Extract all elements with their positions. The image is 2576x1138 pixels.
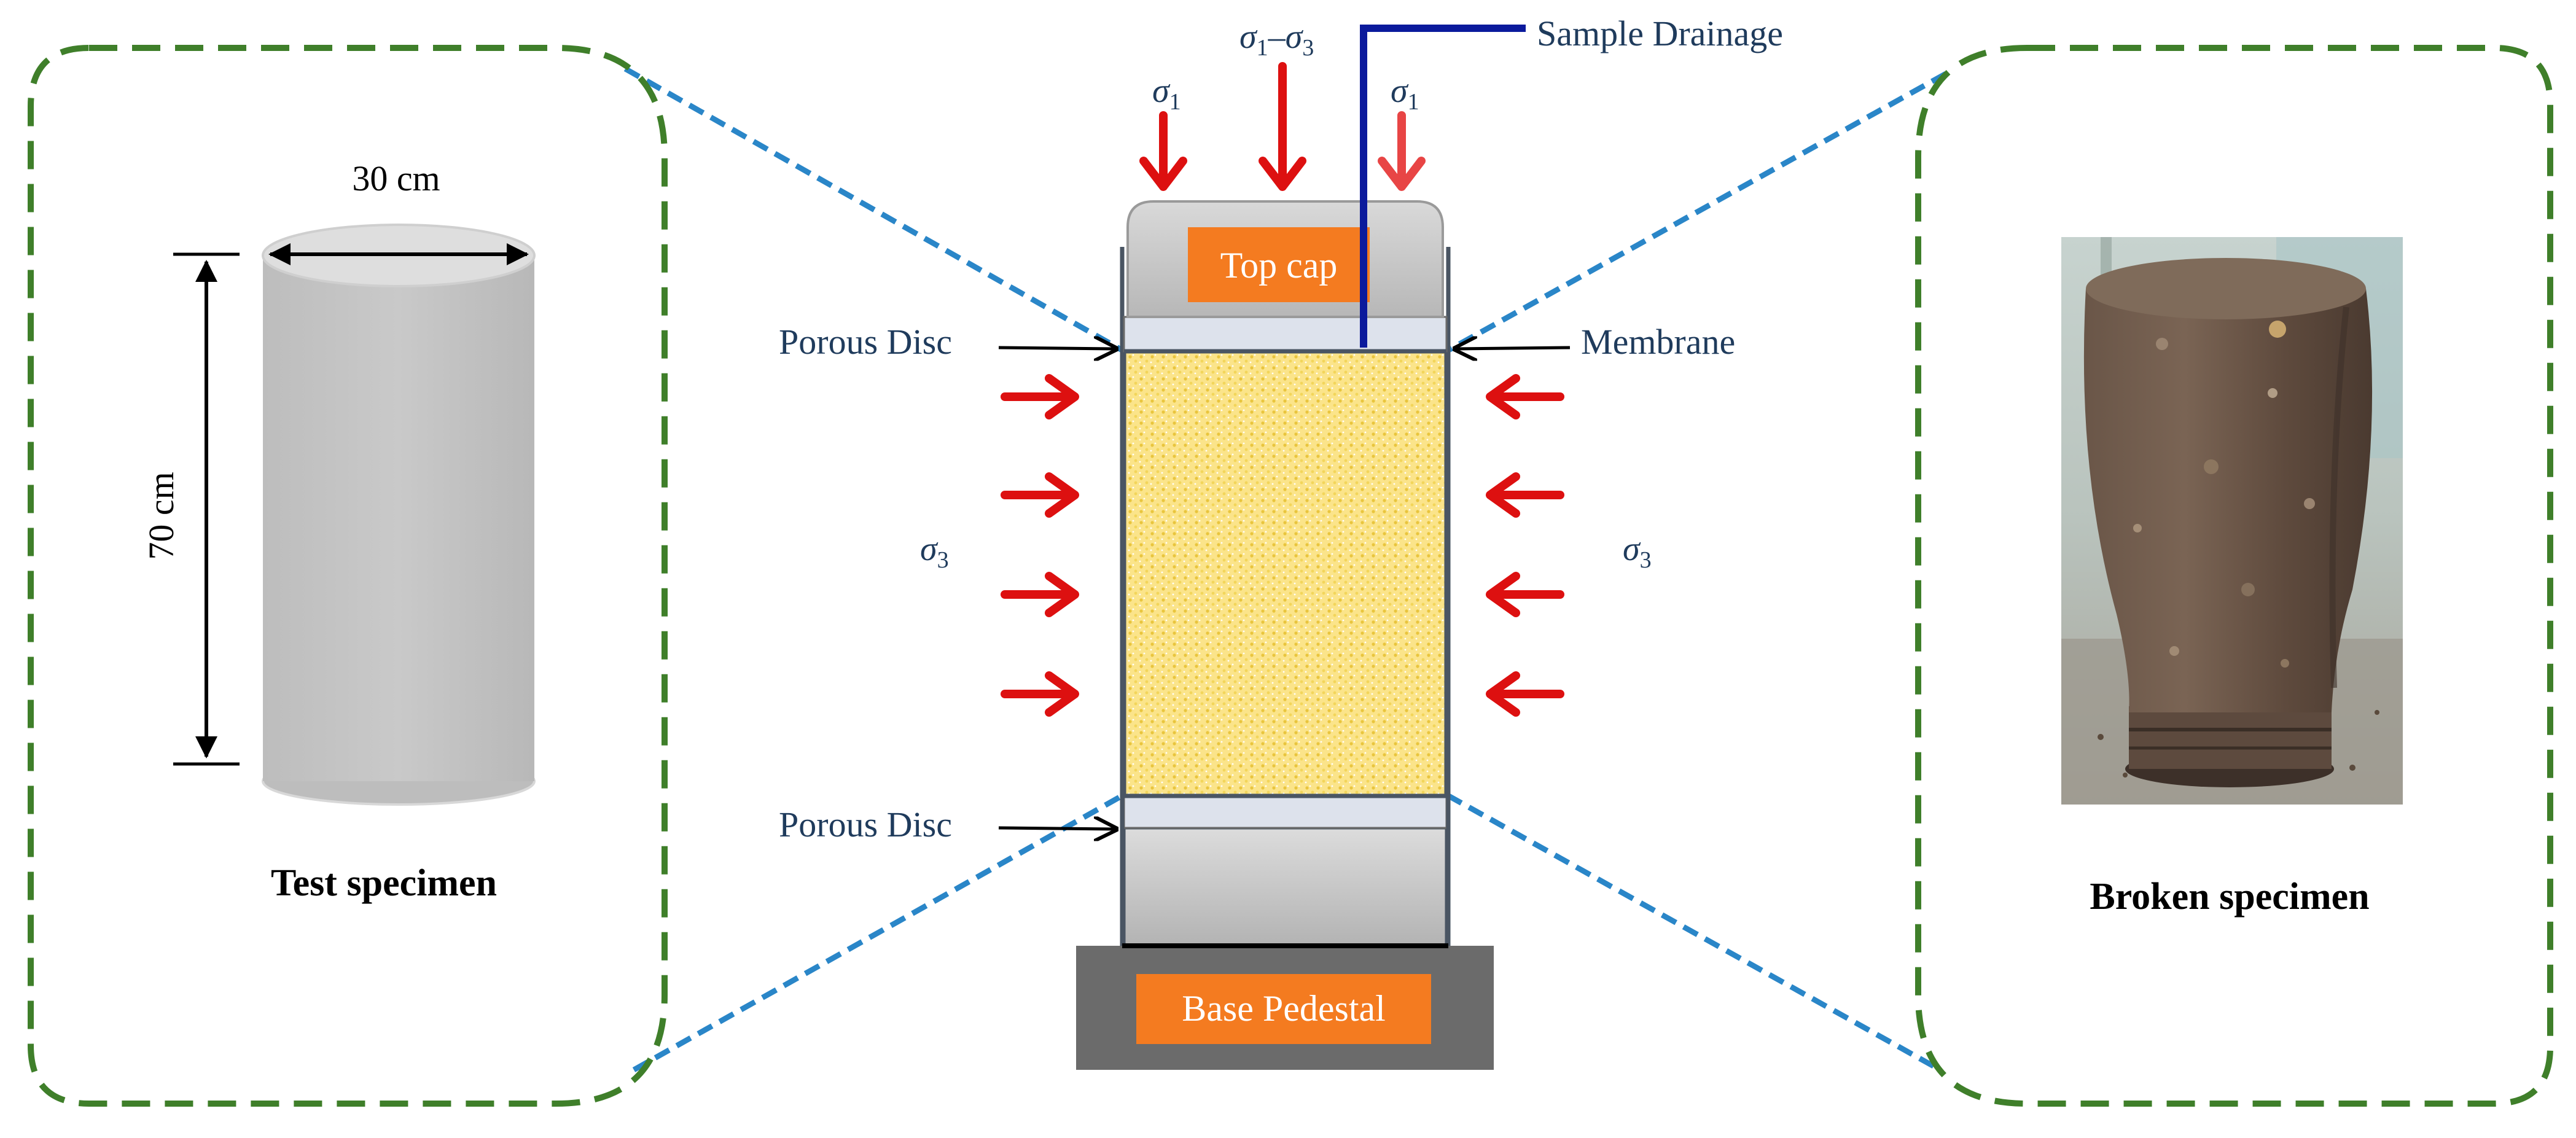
base-pedestal-label: Base Pedestal [1182, 988, 1386, 1029]
sigma3-label-left: σ3 [920, 530, 949, 573]
sigma3-label-right: σ3 [1623, 530, 1652, 573]
broken-specimen-caption: Broken specimen [2090, 876, 2369, 918]
membrane-pointer [1456, 348, 1571, 349]
porous-disc-top [1123, 316, 1448, 353]
membrane-label: Membrane [1581, 322, 1735, 362]
test-specimen-caption: Test specimen [271, 862, 497, 904]
zoom-line-left-top [623, 66, 1126, 354]
zoom-line-right-bottom [1445, 792, 1935, 1069]
load-arrow-right-icon [1001, 472, 1079, 518]
load-arrow-right-icon [1001, 671, 1079, 717]
deviator-stress-label: σ1–σ3 [1239, 18, 1314, 61]
zoom-line-right-top [1445, 71, 1948, 354]
sample-drainage-line [1360, 25, 1526, 348]
soil-sample [1122, 349, 1449, 798]
load-arrow-right-icon [1001, 374, 1079, 419]
vertical-load-arrows [1139, 62, 1426, 191]
porous-disc-bottom-pointer [998, 828, 1115, 829]
load-arrow-right-icon [1001, 572, 1079, 617]
load-arrow-down-icon [1259, 62, 1306, 191]
test-specimen-panel [28, 45, 668, 1107]
top-cap-label: Top cap [1220, 245, 1338, 286]
specimen-cylinder-icon [262, 224, 536, 806]
load-arrow-left-icon [1486, 572, 1564, 617]
porous-disc-bottom-label: Porous Disc [779, 805, 952, 844]
width-dimension-label: 30 cm [352, 158, 440, 198]
zoom-line-left-bottom [632, 792, 1126, 1072]
height-dimension-label: 70 cm [141, 472, 181, 559]
sigma1-label-left: σ1 [1152, 72, 1181, 115]
lateral-load-arrows [1001, 374, 1564, 717]
load-arrow-down-icon [1378, 111, 1426, 191]
zoom-lines [623, 66, 1948, 1072]
porous-disc-bottom [1123, 795, 1448, 829]
base-pedestal-label-box [1136, 974, 1431, 1044]
top-cap-label-box [1188, 227, 1370, 302]
sample-drainage-label: Sample Drainage [1537, 14, 1783, 53]
load-arrow-left-icon [1486, 472, 1564, 518]
lower-pedestal-body [1122, 826, 1448, 948]
load-arrow-left-icon [1486, 671, 1564, 717]
sigma1-label-right: σ1 [1391, 72, 1419, 115]
broken-specimen-photo [2061, 237, 2403, 805]
porous-disc-top-pointer [998, 348, 1115, 349]
broken-specimen-panel [1915, 45, 2553, 1107]
load-arrow-left-icon [1486, 374, 1564, 419]
porous-disc-top-label: Porous Disc [779, 322, 952, 362]
load-arrow-down-icon [1139, 111, 1187, 191]
